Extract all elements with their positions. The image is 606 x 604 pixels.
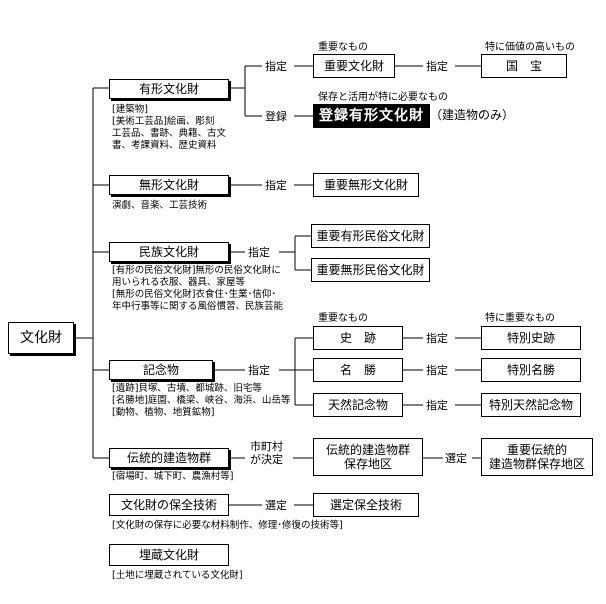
preservation-district-label: 伝統的建造物群 保存地区: [325, 443, 410, 471]
natural-monument-label: 天然記念物: [327, 398, 388, 412]
scenic-place: 名 勝: [313, 358, 403, 382]
special-natural-monument: 特別天然記念物: [481, 393, 581, 417]
category-intangible: 無形文化財: [109, 175, 229, 195]
important-intangible-property: 重要無形文化財: [313, 173, 419, 197]
category-buried-label: 埋蔵文化財: [138, 548, 199, 562]
caption-high-value: 特に価値の高いもの: [485, 42, 575, 53]
category-techniques: 文化財の保全技術: [109, 494, 229, 516]
category-folk-label: 民族文化財: [138, 245, 199, 259]
category-buildings-label: 伝統的建造物群: [126, 451, 211, 465]
special-historic-site-label: 特別史跡: [506, 331, 555, 345]
category-tangible-label: 有形文化財: [138, 82, 199, 96]
action-designate-site: 指定: [426, 332, 448, 345]
category-buried: 埋蔵文化財: [109, 544, 229, 566]
category-intangible-label: 無形文化財: [138, 178, 199, 192]
root-box: 文化財: [8, 322, 74, 354]
category-intangible-note: 演劇、音楽、工芸技術: [112, 200, 208, 211]
category-buildings-note: [宿場町、城下町、農漁村等]: [112, 471, 234, 482]
important-tangible-folk: 重要有形民俗文化財: [311, 224, 430, 248]
action-designate-natural: 指定: [426, 399, 448, 412]
action-designate-intangible: 指定: [265, 179, 287, 192]
scenic-place-label: 名 勝: [339, 363, 376, 377]
registered-tangible-property: 登録有形文化財: [313, 104, 430, 128]
action-select-district: 選定: [445, 452, 467, 465]
national-treasure-label: 国 宝: [505, 59, 542, 73]
important-tangible-folk-label: 重要有形民俗文化財: [316, 229, 425, 243]
category-folk-note: [有形の民俗文化財]無形の民俗文化財に 用いられる衣服、器具、家屋等 [無形の民…: [112, 265, 284, 312]
preservation-district: 伝統的建造物群 保存地区: [313, 438, 423, 476]
special-scenic-place-label: 特別名勝: [506, 363, 555, 377]
registered-tangible-property-label: 登録有形文化財: [319, 108, 424, 124]
action-register: 登録: [265, 110, 287, 123]
category-monument-label: 記念物: [142, 363, 179, 377]
category-tangible-note: [建築物] [美術工芸品]絵画、彫刻 工芸品、書跡、典籍、古文 書、考課資料、歴…: [112, 104, 227, 151]
category-tangible: 有形文化財: [109, 79, 229, 99]
action-select-technique: 選定: [265, 499, 287, 512]
important-cultural-property: 重要文化財: [313, 54, 395, 78]
important-cultural-property-label: 重要文化財: [323, 59, 384, 73]
special-scenic-place: 特別名勝: [481, 358, 581, 382]
caption-especially-important: 特に重要なもの: [485, 313, 555, 324]
caption-important-1: 重要なもの: [318, 42, 368, 53]
action-municipal: 市町村 が決定: [250, 440, 283, 466]
action-designate-folk: 指定: [248, 246, 270, 259]
action-designate-monument: 指定: [248, 364, 270, 377]
natural-monument: 天然記念物: [313, 393, 403, 417]
category-techniques-note: [文化財の保存に必要な材料制作、修理･修復の技術等]: [112, 520, 343, 531]
important-intangible-folk-label: 重要無形民俗文化財: [316, 263, 425, 277]
selected-technique-label: 選定保全技術: [329, 498, 402, 512]
historic-site-label: 史 跡: [339, 331, 376, 345]
category-monument: 記念物: [109, 360, 213, 380]
root-label: 文化財: [20, 330, 62, 346]
category-techniques-label: 文化財の保全技術: [120, 498, 217, 512]
category-buildings: 伝統的建造物群: [109, 448, 229, 468]
important-preservation-district: 重要伝統的 建造物群保存地区: [481, 438, 593, 476]
category-monument-note: [遺跡]貝塚、古墳、都城跡、旧宅等 [名勝地]庭園、橋梁、峡谷、海浜、山岳等 […: [112, 383, 291, 418]
historic-site: 史 跡: [313, 326, 403, 350]
special-historic-site: 特別史跡: [481, 326, 581, 350]
category-buried-note: [土地に埋蔵されている文化財]: [112, 570, 243, 581]
action-designate-important: 指定: [426, 60, 448, 73]
important-intangible-folk: 重要無形民俗文化財: [311, 258, 430, 282]
selected-technique: 選定保全技術: [313, 493, 419, 517]
action-designate-scenic: 指定: [426, 364, 448, 377]
action-designate-tangible: 指定: [265, 60, 287, 73]
registered-suffix: （建造物のみ）: [430, 108, 515, 122]
caption-important-2: 重要なもの: [318, 313, 368, 324]
caption-need-protect: 保存と活用が特に必要なもの: [318, 92, 448, 103]
category-folk: 民族文化財: [109, 242, 229, 262]
important-intangible-property-label: 重要無形文化財: [323, 178, 408, 192]
special-natural-monument-label: 特別天然記念物: [488, 398, 573, 412]
important-preservation-district-label: 重要伝統的 建造物群保存地区: [488, 443, 585, 471]
national-treasure: 国 宝: [481, 54, 567, 78]
